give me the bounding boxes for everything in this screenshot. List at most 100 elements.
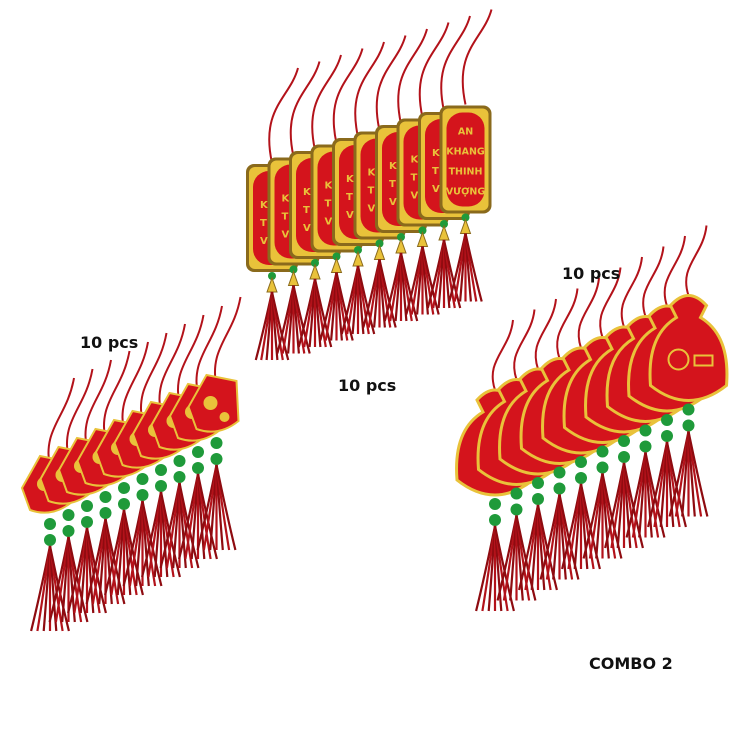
hanging-cord <box>461 9 493 105</box>
bead <box>596 461 609 474</box>
bead <box>575 456 587 468</box>
bead <box>553 482 566 495</box>
plaque-text: VƯỢNG <box>446 187 486 198</box>
bead <box>155 480 167 492</box>
bead <box>136 473 149 485</box>
hanging-cord <box>418 22 450 118</box>
hanging-cord <box>375 35 407 131</box>
plaque-text: KI <box>346 174 357 185</box>
hanging-cord <box>177 314 205 406</box>
bead <box>173 455 186 467</box>
hanging-cord <box>103 350 131 442</box>
bead <box>532 477 544 489</box>
tassel <box>604 462 644 549</box>
bead <box>268 272 276 280</box>
left-count-label: 10 pcs <box>80 333 139 352</box>
flower-motif <box>203 396 218 410</box>
plaque-text: KI <box>389 161 400 172</box>
hanging-cord <box>440 15 471 112</box>
tassel <box>340 265 376 335</box>
plaque-text: TI <box>260 218 271 229</box>
bead <box>489 514 501 526</box>
plaque-panel <box>446 112 485 207</box>
bead <box>289 265 298 274</box>
plaque-text: KI <box>368 168 379 179</box>
bead <box>510 503 523 516</box>
plaque-text: TI <box>282 212 293 223</box>
money-bag-ornament <box>648 225 729 517</box>
hanging-cord <box>491 319 514 391</box>
bead <box>440 220 448 228</box>
bead <box>81 516 93 528</box>
bead <box>118 498 130 510</box>
hanging-cord <box>663 235 686 307</box>
flower-motif <box>219 412 230 422</box>
combo-label: COMBO 2 <box>589 654 673 673</box>
bead <box>639 424 652 437</box>
plaque-text: TI <box>389 179 400 190</box>
hanging-cord <box>642 246 665 317</box>
hanging-cord <box>556 288 579 359</box>
hanging-cord <box>354 41 385 138</box>
tassel <box>448 233 483 302</box>
bead <box>210 453 223 465</box>
bead <box>682 419 695 432</box>
center-count-label: 10 pcs <box>338 376 397 395</box>
bead <box>661 414 673 426</box>
coin-motif <box>667 348 690 371</box>
flower-ornament <box>187 296 242 551</box>
plaque-text: TI <box>432 166 443 177</box>
hanging-cord <box>332 48 364 144</box>
bead <box>461 213 470 222</box>
bead <box>62 509 75 521</box>
hanging-cord <box>577 277 600 349</box>
tassel <box>159 482 200 569</box>
bead <box>192 462 204 474</box>
bead <box>99 507 112 519</box>
bead <box>618 451 630 463</box>
bead <box>62 525 75 537</box>
tassel <box>539 494 580 580</box>
tassel <box>625 452 666 538</box>
hanging-cord <box>289 61 321 157</box>
bead <box>136 489 149 501</box>
bead <box>639 440 652 453</box>
plaque-text: KI <box>303 187 314 198</box>
hanging-cord <box>534 298 557 370</box>
bead <box>155 464 167 476</box>
hanging-cord <box>620 256 643 328</box>
tassel <box>405 246 440 315</box>
tassel <box>426 239 462 309</box>
bead <box>375 239 384 248</box>
tassel <box>668 431 709 517</box>
plaque-text: TI <box>411 173 422 184</box>
plaque-ornament: AN KHANG THINH VƯỢNG <box>439 9 493 302</box>
bead <box>553 466 566 479</box>
bead <box>354 246 362 254</box>
hanging-cord <box>311 54 342 151</box>
plaque-text: AN <box>458 127 473 138</box>
bead <box>44 518 56 530</box>
bead <box>418 226 427 235</box>
bead <box>532 493 544 505</box>
tassel <box>582 473 623 559</box>
bead <box>682 403 695 416</box>
hanging-cord <box>140 332 168 424</box>
bead <box>99 491 112 503</box>
plaque-text: KHANG <box>446 147 485 158</box>
plaque-text: TI <box>368 186 379 197</box>
hanging-cord <box>66 368 94 460</box>
plaque-text: KI <box>325 181 336 192</box>
hanging-cord <box>513 309 536 380</box>
hanging-cord <box>268 67 299 164</box>
hanging-cord <box>214 296 242 388</box>
plaque-text: THINH <box>449 167 483 178</box>
plaque-text: TI <box>303 205 314 216</box>
bead <box>118 482 130 494</box>
plaque-text: KI <box>260 200 271 211</box>
tassel <box>254 291 290 361</box>
tassel <box>475 525 515 612</box>
